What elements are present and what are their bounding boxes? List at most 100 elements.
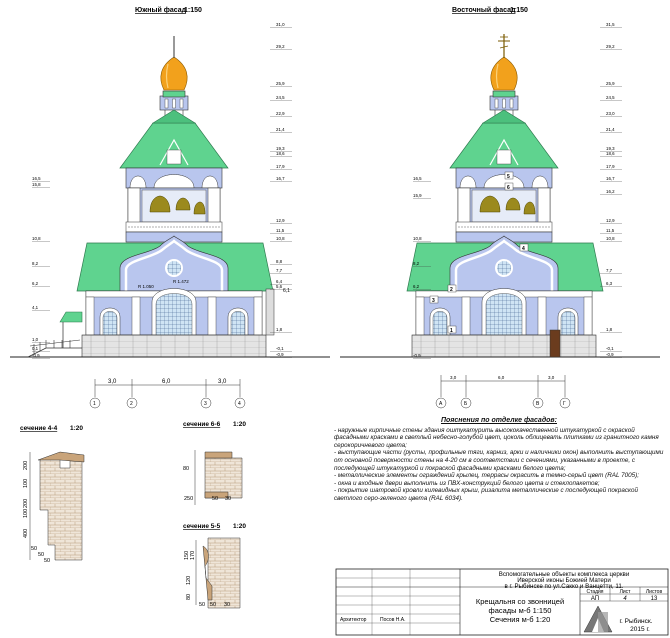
level-mark: 21,4 <box>606 127 615 132</box>
level-mark: -0,9 <box>276 352 284 357</box>
svg-text:100: 100 <box>23 479 29 488</box>
level-mark: 15,8 <box>32 182 41 187</box>
level-mark: 15,9 <box>413 193 422 198</box>
south-title: Южный фасад 1:150 <box>135 6 202 14</box>
svg-text:Иверской иконы Божией Матери: Иверской иконы Божией Матери <box>517 577 611 584</box>
level-mark: 19,3 <box>276 146 285 151</box>
svg-text:120: 120 <box>186 576 192 585</box>
svg-text:1:20: 1:20 <box>233 421 246 428</box>
south-elevation <box>8 36 332 359</box>
level-mark: 29,2 <box>276 44 285 49</box>
level-mark: -0,1 <box>276 346 284 351</box>
level-mark: 6,2 <box>413 284 420 289</box>
svg-text:170: 170 <box>190 551 196 560</box>
level-mark: -0,1 <box>606 346 614 351</box>
dim-east-3: 3,0 <box>548 375 555 380</box>
level-mark: 25,9 <box>276 81 285 86</box>
level-mark: 16,7 <box>606 176 615 181</box>
axis-label: Б <box>464 401 468 407</box>
svg-text:Вспомогательные объекты компле: Вспомогательные объекты комплекса церкви <box>499 571 630 578</box>
level-mark: 24,5 <box>606 95 615 100</box>
level-mark: 12,9 <box>276 218 285 223</box>
south-axis-dimensions: 3,0 6,0 3,0 1 2 3 4 <box>89 379 246 409</box>
svg-text:2: 2 <box>450 287 453 293</box>
level-mark: 22,9 <box>276 111 285 116</box>
svg-text:50: 50 <box>38 552 44 558</box>
level-mark: 1,8 <box>606 327 613 332</box>
axis-label: 4 <box>238 401 241 407</box>
east-title: Восточный фасад 1:150 <box>452 6 528 14</box>
level-mark: 16,2 <box>606 189 615 194</box>
dim-east-2: 6,0 <box>498 375 505 380</box>
svg-text:АП: АП <box>591 596 599 602</box>
studio-logo-icon <box>583 605 613 633</box>
svg-text:13: 13 <box>651 596 658 602</box>
svg-text:Восточный фасад: Восточный фасад <box>452 6 516 14</box>
level-mark: -0,9 <box>32 353 40 358</box>
level-mark: 11,5 <box>276 228 285 233</box>
svg-text:5: 5 <box>507 174 510 180</box>
dim-south-3: 3,0 <box>218 379 227 385</box>
svg-text:2015 г.: 2015 г. <box>630 626 650 633</box>
svg-text:200: 200 <box>23 461 29 470</box>
level-mark: 10,8 <box>276 236 285 241</box>
svg-text:Крещальня со звонницей: Крещальня со звонницей <box>476 597 564 606</box>
level-mark: 1,8 <box>276 327 283 332</box>
level-mark: 7,7 <box>606 268 613 273</box>
level-mark: 1,0 <box>32 337 39 342</box>
level-mark: 7,7 <box>276 268 283 273</box>
axis-label: 3 <box>204 401 207 407</box>
svg-text:Южный фасад: Южный фасад <box>135 6 187 14</box>
level-mark: 17,9 <box>276 164 285 169</box>
svg-text:фасады м-б 1:150: фасады м-б 1:150 <box>489 606 552 615</box>
svg-text:сечение 5-5: сечение 5-5 <box>183 523 221 530</box>
section-5-5: сечение 5-5 1:20 150 170 120 80 50 50 30 <box>183 523 246 609</box>
level-mark: 25,9 <box>606 81 615 86</box>
side-level-mark: 6,1 <box>283 288 290 294</box>
svg-text:1:150: 1:150 <box>510 7 528 14</box>
level-mark: 6,4 <box>276 279 283 284</box>
level-mark: 18,6 <box>606 151 615 156</box>
axis-label: В <box>536 401 540 407</box>
level-mark: 18,6 <box>276 151 285 156</box>
level-mark: 24,5 <box>276 95 285 100</box>
svg-text:1:20: 1:20 <box>233 523 246 530</box>
east-axis-dimensions: 3,0 6,0 3,0 А Б В Г <box>435 375 571 409</box>
level-mark: 21,4 <box>276 127 285 132</box>
section-6-6: сечение 6-6 1:20 80 250 50 30 <box>183 421 246 505</box>
level-mark: 8,8 <box>276 259 283 264</box>
south-level-marks: 31,0 29,2 25,9 24,5 22,9 21,4 19,318,6 17,9 16,7… <box>32 22 292 359</box>
level-mark: 17,9 <box>606 164 615 169</box>
level-mark: 8,2 <box>32 261 39 266</box>
level-mark: 29,2 <box>606 44 615 49</box>
east-elevation: 5 6 4 2 3 1 <box>338 34 662 359</box>
svg-text:4: 4 <box>522 246 525 252</box>
level-mark: 16,5 <box>413 176 422 181</box>
level-mark: 16,7 <box>276 176 285 181</box>
level-mark: 5,6 <box>276 284 283 289</box>
svg-text:400: 400 <box>23 529 29 538</box>
svg-text:1:20: 1:20 <box>70 425 83 432</box>
window-radius-2: R 1.472 <box>173 279 189 284</box>
level-mark: 0,1 <box>32 346 39 351</box>
dim-south-2: 6,0 <box>162 379 171 385</box>
level-mark: -0,9 <box>606 352 614 357</box>
level-mark: 10,8 <box>32 236 41 241</box>
note-item: - выступающие части (русты, профильные т… <box>334 449 664 472</box>
level-mark: 10,8 <box>413 236 422 241</box>
svg-text:80: 80 <box>186 594 192 600</box>
svg-text:50: 50 <box>44 558 50 564</box>
east-level-marks: 31,529,225,924,523,021,419,318,617,916,7… <box>413 22 622 359</box>
axis-label: А <box>439 401 443 407</box>
svg-text:Стадия: Стадия <box>586 589 603 595</box>
svg-text:в г. Рыбинске по ул.Сакко и Ва: в г. Рыбинске по ул.Сакко и Ванцетти, 11… <box>505 583 624 590</box>
notes-title: Пояснения по отделке фасадов: <box>440 417 557 424</box>
level-mark: 31,0 <box>276 22 285 27</box>
svg-text:50: 50 <box>199 602 205 608</box>
svg-text:1: 1 <box>450 328 453 334</box>
svg-text:50: 50 <box>31 546 37 552</box>
level-mark: 6,2 <box>32 281 39 286</box>
window-radius-1: R 1.050 <box>138 284 154 289</box>
axis-label: 2 <box>130 401 133 407</box>
